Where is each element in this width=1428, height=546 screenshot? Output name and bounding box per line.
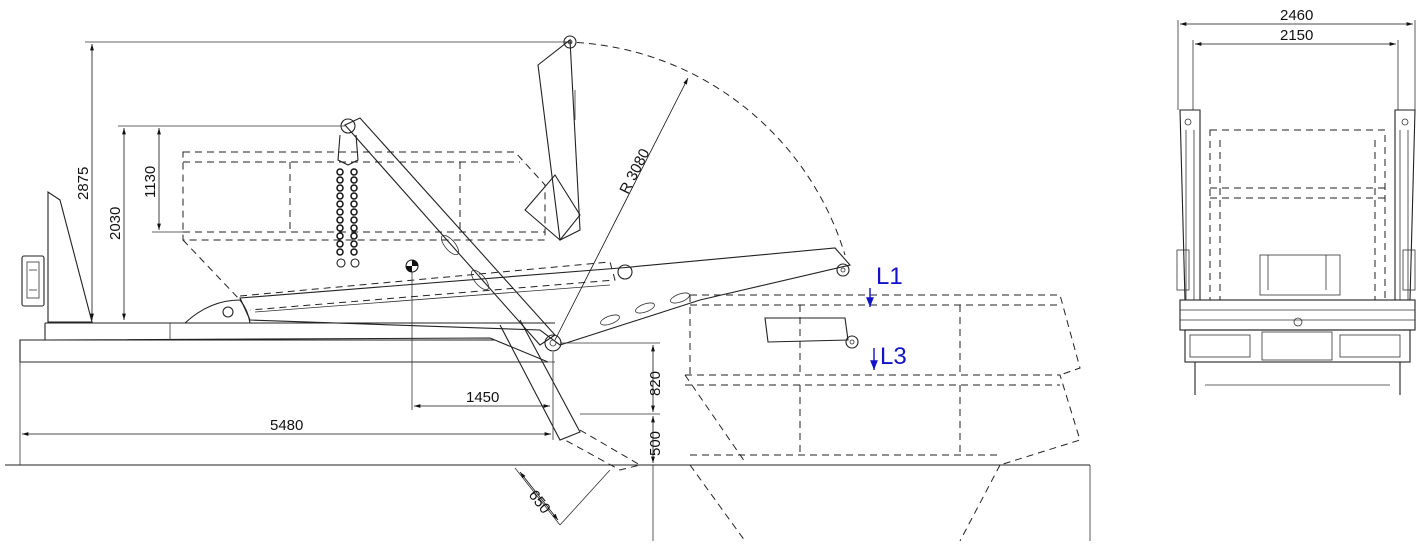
dim-1130: 1130 bbox=[142, 128, 183, 233]
dim-500-label: 500 bbox=[647, 431, 664, 456]
dim-2030-label: 2030 bbox=[107, 207, 124, 240]
end-right-arm bbox=[1394, 109, 1416, 301]
load-label-l1: L1 bbox=[876, 263, 903, 290]
dim-1450: 1450 bbox=[414, 389, 550, 408]
end-skip bbox=[1209, 129, 1386, 301]
load-label-l3: L3 bbox=[880, 343, 907, 370]
radius-label: R 3080 bbox=[616, 146, 653, 197]
swing-arc bbox=[564, 41, 846, 256]
dim-2150-label: 2150 bbox=[1280, 27, 1313, 44]
dim-2150: 2150 bbox=[1192, 27, 1399, 110]
main-pivot bbox=[544, 334, 562, 352]
dim-650: 650 bbox=[514, 467, 611, 526]
load-marker-l1: L1 bbox=[866, 263, 903, 307]
dim-2460-label: 2460 bbox=[1280, 7, 1313, 24]
loader-arm-lowered bbox=[239, 247, 852, 346]
loader-arm-transport bbox=[239, 261, 616, 311]
dim-1450-label: 1450 bbox=[466, 389, 499, 406]
dim-2460: 2460 bbox=[1177, 7, 1416, 110]
dim-500: 500 bbox=[580, 413, 664, 541]
raised-arm bbox=[344, 35, 581, 346]
dim-820-label: 820 bbox=[647, 371, 664, 396]
lifting-chains bbox=[336, 118, 360, 268]
radius-line bbox=[554, 77, 689, 341]
dim-2875-label: 2875 bbox=[75, 167, 92, 200]
end-chassis bbox=[1179, 254, 1416, 395]
chain-right bbox=[350, 168, 360, 268]
skip-ground-upper bbox=[689, 294, 1081, 376]
load-marker-l3: L3 bbox=[870, 343, 907, 370]
cog-marker bbox=[405, 259, 419, 410]
skip-raised bbox=[182, 151, 546, 301]
dim-820: 820 bbox=[560, 342, 664, 412]
skip-ground-lower bbox=[684, 374, 1081, 542]
front-guard bbox=[21, 190, 93, 323]
end-left-arm bbox=[1176, 109, 1201, 301]
chain-left bbox=[336, 168, 346, 268]
dim-2875: 2875 bbox=[75, 41, 565, 320]
dim-5480-label: 5480 bbox=[270, 417, 303, 434]
front-stop bbox=[184, 299, 251, 324]
dim-2030: 2030 bbox=[107, 125, 345, 320]
dim-1130-label: 1130 bbox=[142, 166, 159, 198]
side-view: R 3080 bbox=[5, 35, 1091, 542]
dim-650-label: 650 bbox=[525, 487, 554, 517]
dim-5480: 5480 bbox=[21, 352, 554, 440]
truck-chassis bbox=[19, 322, 555, 465]
end-view: 2460 2150 bbox=[1176, 7, 1416, 395]
